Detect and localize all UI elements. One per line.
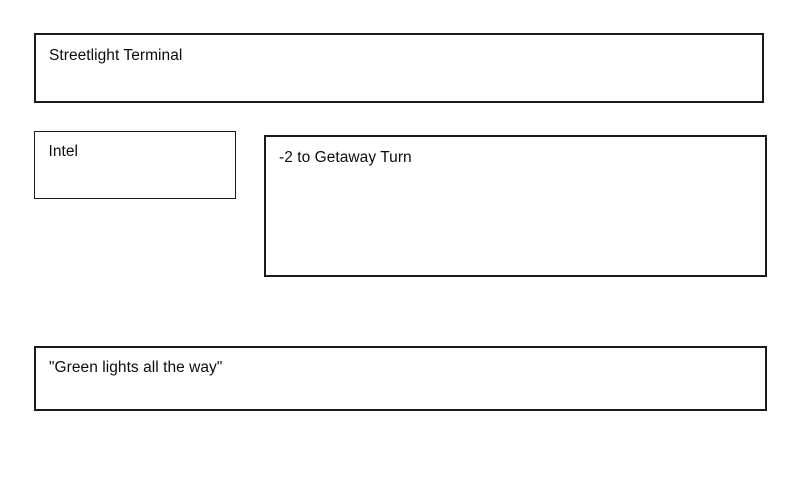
intel-label-text: Intel (48, 143, 79, 160)
quote-box: "Green lights all the way" (34, 346, 767, 411)
intel-box: Intel (34, 131, 236, 199)
title-box: Streetlight Terminal (34, 33, 764, 103)
title-text: Streetlight Terminal (49, 47, 183, 64)
detail-text: -2 to Getaway Turn (279, 149, 412, 166)
quote-text: "Green lights all the way" (49, 359, 223, 376)
detail-box: -2 to Getaway Turn (264, 135, 767, 277)
